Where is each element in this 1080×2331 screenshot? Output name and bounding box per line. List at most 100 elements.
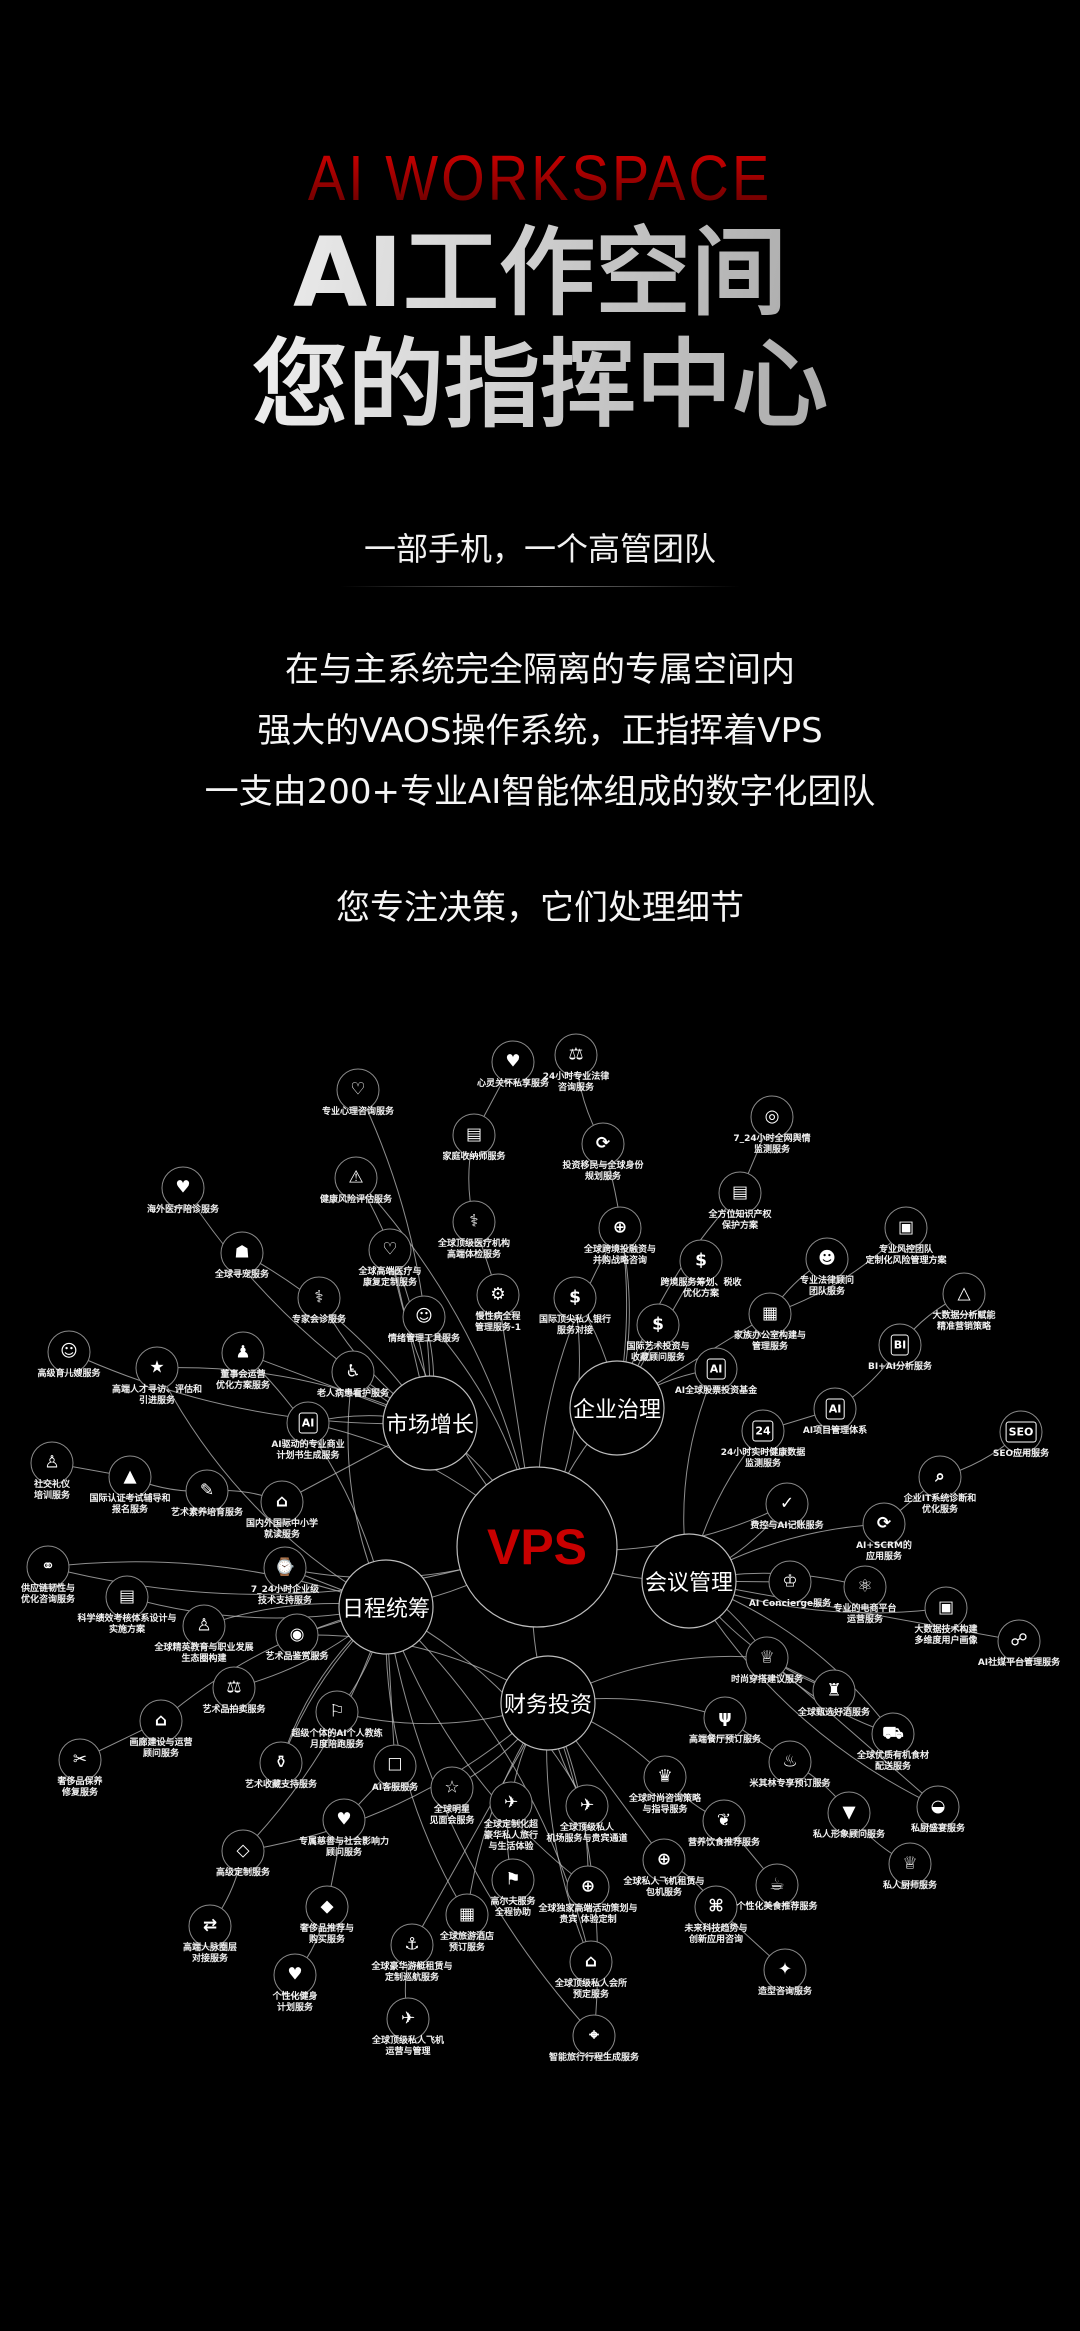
service-node-circle [554, 1033, 598, 1077]
globe-crowd-icon: ⊕ [580, 1876, 596, 1897]
service-node-label: 7_24小时企业级 技术支持服务 [250, 1585, 320, 1606]
ai-document-icon: AI [298, 1412, 318, 1434]
service-node-circle [813, 1387, 857, 1431]
service-node-label: 社交礼仪 培训服务 [33, 1480, 71, 1501]
ecommerce-icon: ⚛ [857, 1576, 873, 1597]
service-node-circle [259, 1741, 303, 1785]
monitor-search-icon: ⌕ [935, 1466, 945, 1487]
service-node-label: 全球精英教育与职业发展 生态圈构建 [154, 1643, 254, 1664]
graduation-icon: ▲ [123, 1466, 137, 1487]
service-node-label: 营养饮食推荐服务 [687, 1838, 761, 1848]
invoice-icon: ✓ [779, 1493, 795, 1514]
service-node-circle [827, 1791, 871, 1835]
service-node-label: 全球豪华游艇租赁与 定制巡航服务 [371, 1962, 453, 1983]
heart-pulse-icon: ♡ [382, 1239, 398, 1260]
service-node-circle [322, 1798, 366, 1842]
leaf-icon: ❦ [716, 1810, 732, 1831]
service-node-label: 全球顶级私人会所 预定服务 [554, 1979, 628, 2000]
hub-circle [382, 1375, 478, 1471]
service-node-circle [297, 1276, 341, 1320]
service-node-label: 24小时专业法律 咨询服务 [542, 1072, 610, 1093]
service-node-label: 大数据技术构建 多维度用户画像 [914, 1625, 978, 1646]
service-node-circle [286, 1401, 330, 1445]
service-node-label: 老人病患看护服务 [316, 1389, 390, 1399]
intro-line: 一支由200+专业AI智能体组成的数字化团队 [204, 772, 876, 812]
service-node-circle [805, 1237, 849, 1281]
service-node-label: 7_24小时全网舆情 监测服务 [733, 1134, 811, 1155]
service-node-circle [862, 1502, 906, 1546]
service-node-circle [139, 1699, 183, 1743]
service-node-circle [878, 1323, 922, 1367]
service-node-circle [221, 1331, 265, 1375]
heart-warning-icon: ⚠ [348, 1167, 364, 1188]
plane-globe-icon: ✈ [503, 1792, 519, 1813]
service-node-label: AI Concierge服务 [748, 1599, 832, 1609]
service-node-circle [260, 1480, 304, 1524]
education-icon: ♙ [196, 1615, 212, 1636]
globe-dollar-icon: $ [695, 1250, 707, 1271]
service-node-circle [565, 1784, 609, 1828]
service-node-label: 高端人才寻访、评估和 引进服务 [111, 1385, 203, 1406]
supply-chain-icon: ⚭ [40, 1556, 56, 1577]
title-line-2: 您的指挥中心 [0, 330, 1080, 440]
service-node-label: 专属慈善与社会影响力 顾问服务 [298, 1837, 390, 1858]
fitness-icon: ♥ [287, 1964, 303, 1985]
service-node-circle [884, 1206, 928, 1250]
service-node-circle [702, 1799, 746, 1843]
investor-icon: $ [652, 1314, 664, 1335]
service-node-label: 全球寻宠服务 [214, 1270, 270, 1280]
bank-icon: $ [569, 1287, 581, 1308]
service-node-circle [30, 1441, 74, 1485]
service-node-circle [768, 1560, 812, 1604]
map-pin-icon: ⌖ [589, 2025, 599, 2046]
truck-icon: ⛟ [882, 1723, 904, 1744]
migration-icon: ⟳ [595, 1133, 611, 1154]
service-node-circle [694, 1347, 738, 1391]
connection-line [766, 1657, 939, 1808]
service-node-circle [553, 1276, 597, 1320]
hub-label: 会议管理 [644, 1571, 734, 1596]
divider [340, 586, 740, 587]
service-node-circle [918, 1455, 962, 1499]
subtitle: 一部手机，一个高管团队 [363, 530, 716, 568]
service-node-label: 海外医疗陪诊服务 [146, 1205, 220, 1215]
service-node-circle [220, 1231, 264, 1275]
service-node-circle [334, 1156, 378, 1200]
hands-heart-icon: ♥ [505, 1051, 521, 1072]
english-title: AI WORKSPACE [0, 141, 1080, 215]
service-node-label: 健康风险评估服务 [319, 1195, 393, 1205]
profile-icon: ▣ [937, 1597, 955, 1618]
service-node-label: 专业的电商平台 运营服务 [833, 1604, 897, 1625]
service-node-label: 个性化健身 计划服务 [272, 1992, 318, 2013]
service-node-circle [566, 1865, 610, 1909]
school-icon: ⌂ [275, 1491, 289, 1512]
service-node-circle [336, 1068, 380, 1112]
star-icon: ☆ [444, 1777, 460, 1798]
ai-ticket-icon: AI [706, 1358, 726, 1380]
service-node-circle [871, 1712, 915, 1756]
club-icon: ⌂ [584, 1951, 598, 1972]
service-node-label: 全球跨境投融资与 并购战略咨询 [583, 1245, 657, 1266]
service-node-label: 全球顶级私人飞机 运营与管理 [371, 2036, 445, 2057]
hub-circle [338, 1559, 434, 1655]
service-node-circle [569, 1940, 613, 1984]
tool-icon: ✂ [72, 1749, 88, 1770]
service-node-label: 奢侈品保养 修复服务 [57, 1777, 103, 1798]
service-node-label: 专业法律顾问 团队服务 [799, 1276, 855, 1297]
service-node-circle [263, 1546, 307, 1590]
service-node-label: 国际顶尖私人银行 服务对接 [538, 1315, 612, 1336]
hub-label: 企业治理 [572, 1398, 662, 1423]
service-node-circle [275, 1613, 319, 1657]
service-node-label: 企业IT系统诊断和 优化服务 [903, 1494, 977, 1515]
service-node-label: 心灵关怀私享服务 [476, 1079, 550, 1089]
tuxedo-icon: ♛ [657, 1766, 673, 1787]
service-node-label: AI项目管理体系 [802, 1426, 868, 1436]
ai-head-icon: AI [825, 1398, 845, 1420]
service-node-label: BI+AI分析服务 [867, 1362, 933, 1372]
connection-line [47, 1561, 387, 1608]
wine-icon: ♜ [826, 1680, 842, 1701]
target-icon: ◎ [764, 1106, 780, 1127]
gallery-icon: ⌂ [154, 1710, 168, 1731]
service-node-label: 全球甄选好酒服务 [797, 1708, 871, 1718]
